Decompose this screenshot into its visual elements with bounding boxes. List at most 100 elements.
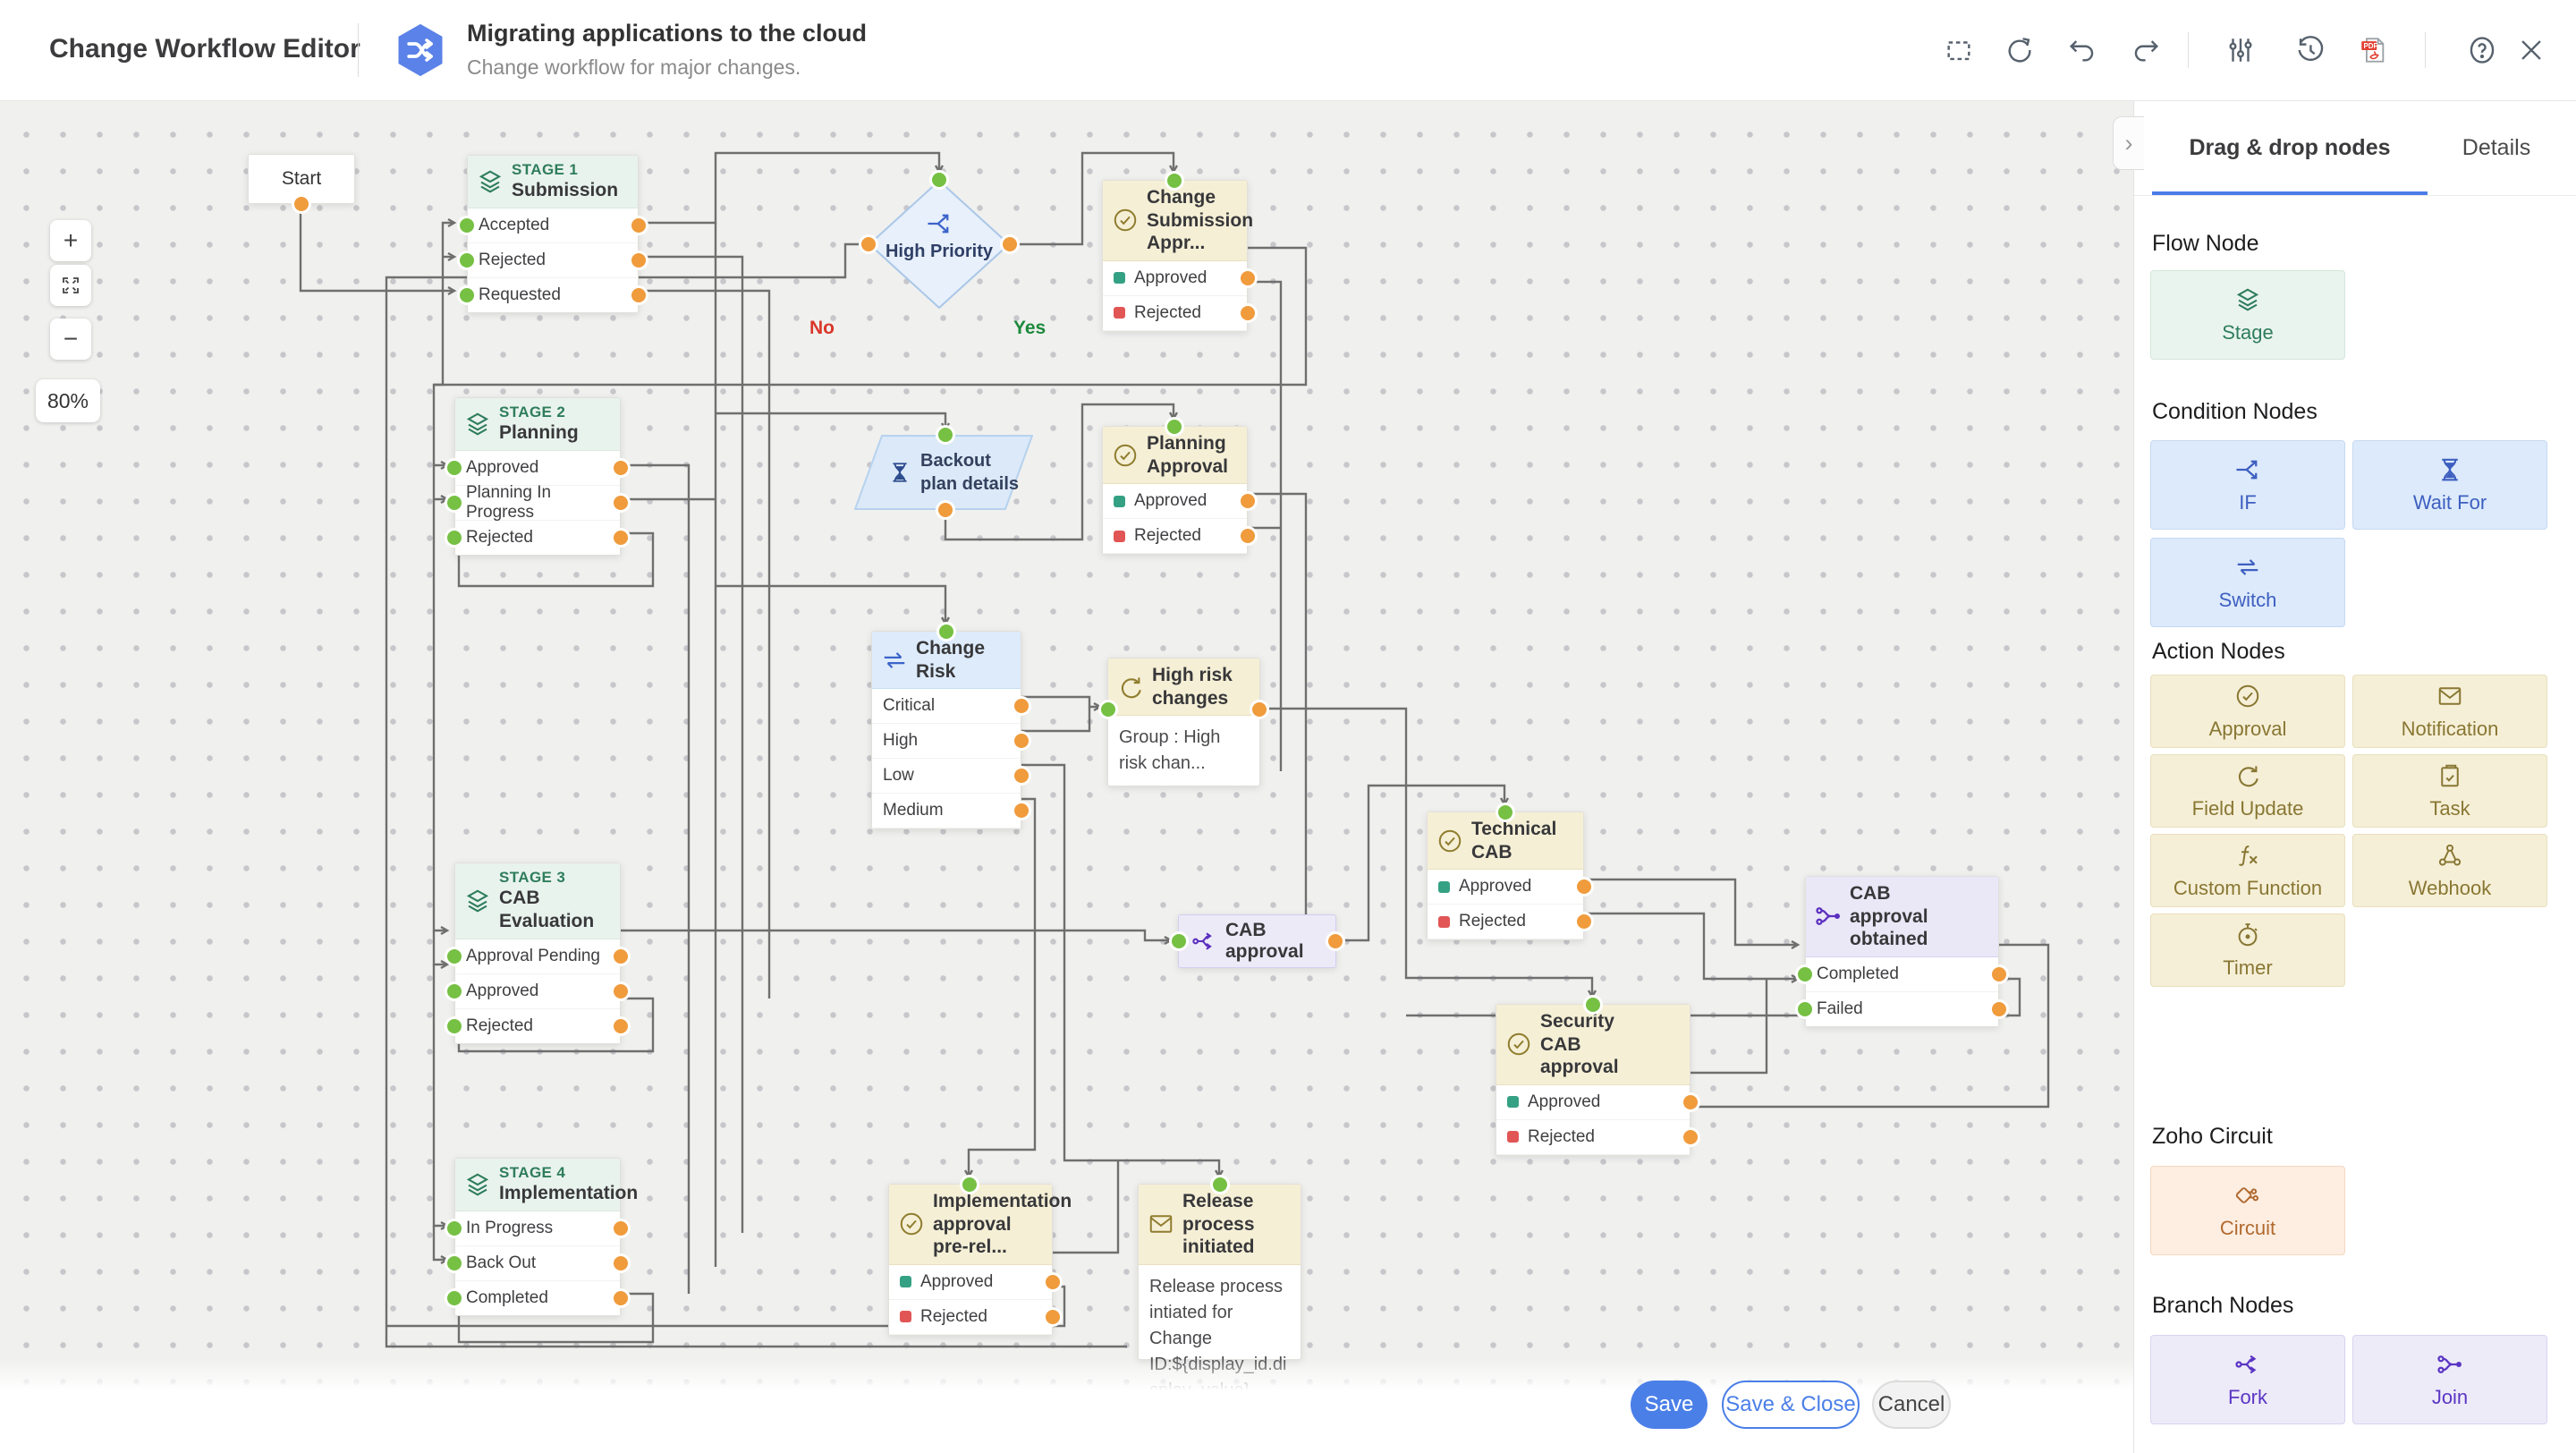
stage-row[interactable]: Approval Pending: [447, 939, 628, 974]
input-port[interactable]: [1172, 934, 1186, 948]
stage-row[interactable]: Back Out: [447, 1246, 628, 1281]
output-port[interactable]: [614, 948, 628, 964]
palette-card-if[interactable]: IF: [2150, 440, 2345, 530]
start-node[interactable]: Start: [248, 154, 355, 211]
release-process-notification-node[interactable]: Release process initiated Release proces…: [1138, 1177, 1301, 1400]
switch-row[interactable]: Low: [872, 759, 1029, 794]
switch-row[interactable]: Critical: [872, 689, 1029, 725]
close-icon[interactable]: [2513, 32, 2549, 68]
palette-card-field-update[interactable]: Field Update: [2150, 754, 2345, 828]
approval-row[interactable]: Approved: [1496, 1084, 1698, 1120]
input-port[interactable]: [460, 218, 474, 233]
output-port[interactable]: [1992, 1001, 2006, 1016]
tab-details[interactable]: Details: [2462, 134, 2531, 160]
output-port[interactable]: [1252, 702, 1267, 717]
stage-row[interactable]: Rejected: [447, 521, 628, 555]
output-port[interactable]: [614, 461, 628, 475]
input-port[interactable]: [1586, 998, 1600, 1012]
input-port[interactable]: [962, 1177, 977, 1192]
technical-cab-node[interactable]: Technical CAB Approved Rejected: [1427, 805, 1591, 941]
input-port[interactable]: [932, 173, 946, 187]
cab-approval-fork-node[interactable]: CAB approval: [1172, 914, 1343, 968]
save-and-close-button[interactable]: Save & Close: [1722, 1381, 1860, 1429]
output-port[interactable]: [614, 496, 628, 510]
output-port[interactable]: [614, 983, 628, 998]
save-button[interactable]: Save: [1631, 1381, 1707, 1429]
sidebar-collapse-button[interactable]: ›: [2113, 116, 2144, 170]
output-port-yes[interactable]: [1003, 237, 1017, 251]
zoom-level-indicator[interactable]: 80%: [36, 379, 100, 422]
redo-icon[interactable]: [2129, 32, 2165, 68]
output-port[interactable]: [294, 197, 309, 211]
switch-row[interactable]: Medium: [872, 794, 1029, 829]
input-port[interactable]: [447, 948, 462, 964]
output-port[interactable]: [631, 288, 646, 302]
input-port[interactable]: [460, 253, 474, 268]
stage-row[interactable]: Completed: [447, 1281, 628, 1315]
output-port[interactable]: [1683, 1094, 1698, 1109]
switch-row[interactable]: High: [872, 724, 1029, 760]
approval-row[interactable]: Approved: [1103, 484, 1255, 520]
if-high-priority-node[interactable]: High Priority: [861, 173, 1017, 309]
input-port[interactable]: [1498, 805, 1513, 820]
input-port[interactable]: [447, 1291, 462, 1305]
input-port[interactable]: [447, 1221, 462, 1236]
palette-card-wait-for[interactable]: Wait For: [2352, 440, 2547, 530]
backout-plan-wait-node[interactable]: Backout plan details: [854, 428, 1033, 517]
stage-row[interactable]: Accepted: [460, 208, 646, 243]
help-icon[interactable]: [2464, 32, 2500, 68]
palette-card-timer[interactable]: Timer: [2150, 913, 2345, 987]
approval-row[interactable]: Rejected: [1103, 295, 1255, 331]
input-port[interactable]: [1167, 420, 1182, 434]
output-port[interactable]: [1241, 270, 1255, 285]
change-submission-approval-node[interactable]: Change Submission Appr... Approved Rejec…: [1102, 174, 1255, 332]
output-port[interactable]: [1328, 934, 1343, 948]
approval-row[interactable]: Approved: [1428, 870, 1591, 905]
palette-card-custom-function[interactable]: Custom Function: [2150, 834, 2345, 907]
adjust-settings-icon[interactable]: [2223, 32, 2258, 68]
output-port[interactable]: [938, 503, 953, 517]
output-port[interactable]: [614, 1018, 628, 1033]
palette-card-circuit[interactable]: Circuit: [2150, 1166, 2345, 1255]
output-port[interactable]: [631, 253, 646, 268]
input-port[interactable]: [447, 1256, 462, 1270]
output-port[interactable]: [614, 1291, 628, 1305]
input-port[interactable]: [1167, 174, 1182, 188]
workflow-canvas[interactable]: [0, 100, 2133, 1453]
input-port[interactable]: [938, 428, 953, 442]
approval-row[interactable]: Rejected: [889, 1299, 1060, 1335]
input-port[interactable]: [1798, 966, 1812, 981]
change-risk-switch-node[interactable]: Change Risk Critical High Low Medium: [871, 625, 1029, 830]
palette-card-task[interactable]: Task: [2352, 754, 2547, 828]
join-row[interactable]: Failed: [1798, 991, 2006, 1026]
input-port[interactable]: [939, 625, 953, 639]
zoom-out-button[interactable]: −: [50, 319, 91, 360]
output-port[interactable]: [1992, 966, 2006, 981]
high-risk-changes-node[interactable]: High risk changes Group : High risk chan…: [1101, 658, 1267, 787]
output-port[interactable]: [614, 531, 628, 545]
join-row[interactable]: Completed: [1798, 956, 2006, 992]
stage3-node[interactable]: STAGE 3 CAB Evaluation Approval Pending …: [447, 862, 628, 1044]
output-port[interactable]: [614, 1256, 628, 1270]
palette-card-switch[interactable]: Switch: [2150, 538, 2345, 627]
input-port[interactable]: [447, 531, 462, 545]
stage1-node[interactable]: STAGE 1 Submission Accepted Rejected Req…: [460, 155, 646, 313]
output-port[interactable]: [1046, 1309, 1060, 1324]
stage-row[interactable]: Approved: [447, 451, 628, 486]
approval-row[interactable]: Approved: [1103, 260, 1255, 296]
stage4-node[interactable]: STAGE 4 Implementation In Progress Back …: [447, 1158, 638, 1316]
undo-icon[interactable]: [2063, 32, 2099, 68]
approval-row[interactable]: Approved: [889, 1264, 1060, 1300]
input-port[interactable]: [1798, 1001, 1812, 1016]
cab-approval-obtained-join-node[interactable]: CAB approval obtained Completed Failed: [1798, 876, 2006, 1027]
output-port[interactable]: [1241, 305, 1255, 320]
export-pdf-icon[interactable]: PDF: [2355, 32, 2391, 68]
marquee-select-icon[interactable]: [1941, 32, 1977, 68]
zoom-in-button[interactable]: +: [50, 220, 91, 261]
history-icon[interactable]: [2292, 32, 2327, 68]
approval-row[interactable]: Rejected: [1103, 519, 1255, 555]
approval-row[interactable]: Rejected: [1496, 1119, 1698, 1155]
cancel-button[interactable]: Cancel: [1872, 1381, 1951, 1429]
security-cab-approval-node[interactable]: Security CAB approval Approved Rejected: [1496, 998, 1698, 1156]
stage-row[interactable]: In Progress: [447, 1211, 628, 1246]
